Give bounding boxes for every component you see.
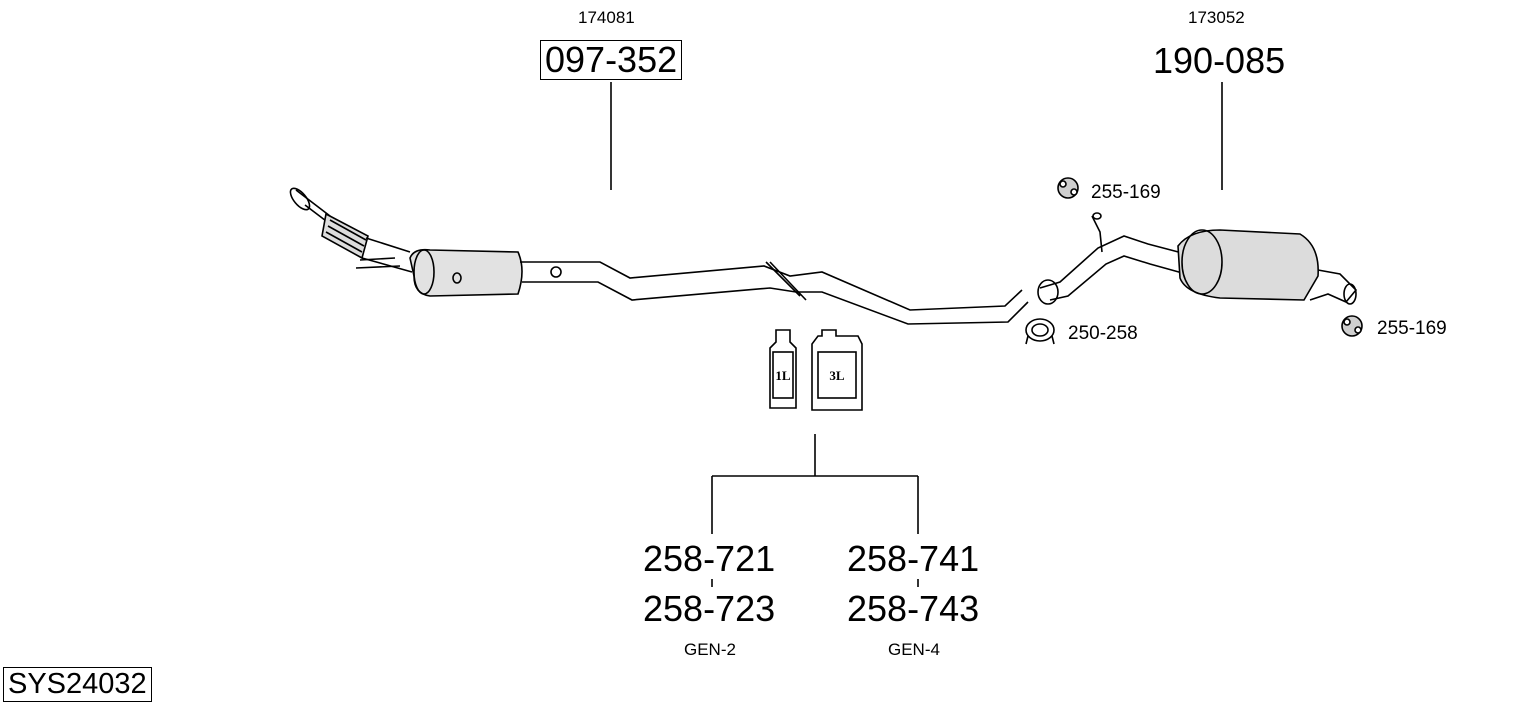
gen2-label: GEN-2 [684, 640, 736, 659]
small-bottle-icon [769, 329, 797, 409]
large-bottle-icon [811, 329, 863, 411]
large-bottle-label: 3L [829, 368, 845, 383]
rubber-mount-top-number[interactable]: 255-169 [1091, 182, 1161, 203]
gen4-label: GEN-4 [888, 640, 940, 659]
gen2-number-a[interactable]: 258-721 [643, 538, 776, 579]
front-pipe-ref: 174081 [578, 8, 635, 27]
rear-silencer-number[interactable]: 190-085 [1153, 40, 1286, 81]
rear-silencer-ref: 173052 [1188, 8, 1245, 27]
small-bottle-label: 1L [775, 368, 791, 383]
front-pipe-drawing[interactable] [287, 185, 1029, 325]
gen4-number-b[interactable]: 258-743 [847, 588, 980, 629]
clamp-icon[interactable] [1025, 318, 1055, 345]
gen2-number-b[interactable]: 258-723 [643, 588, 776, 629]
rubber-mount-rear-number[interactable]: 255-169 [1377, 318, 1447, 339]
rubber-mount-top-icon[interactable] [1057, 177, 1079, 199]
system-id: SYS24032 [3, 667, 152, 702]
gen4-number-a[interactable]: 258-741 [847, 538, 980, 579]
clamp-number[interactable]: 250-258 [1068, 323, 1138, 344]
rear-silencer-drawing[interactable] [1037, 212, 1358, 305]
rubber-mount-rear-icon[interactable] [1341, 315, 1363, 337]
front-pipe-number[interactable]: 097-352 [540, 40, 683, 80]
